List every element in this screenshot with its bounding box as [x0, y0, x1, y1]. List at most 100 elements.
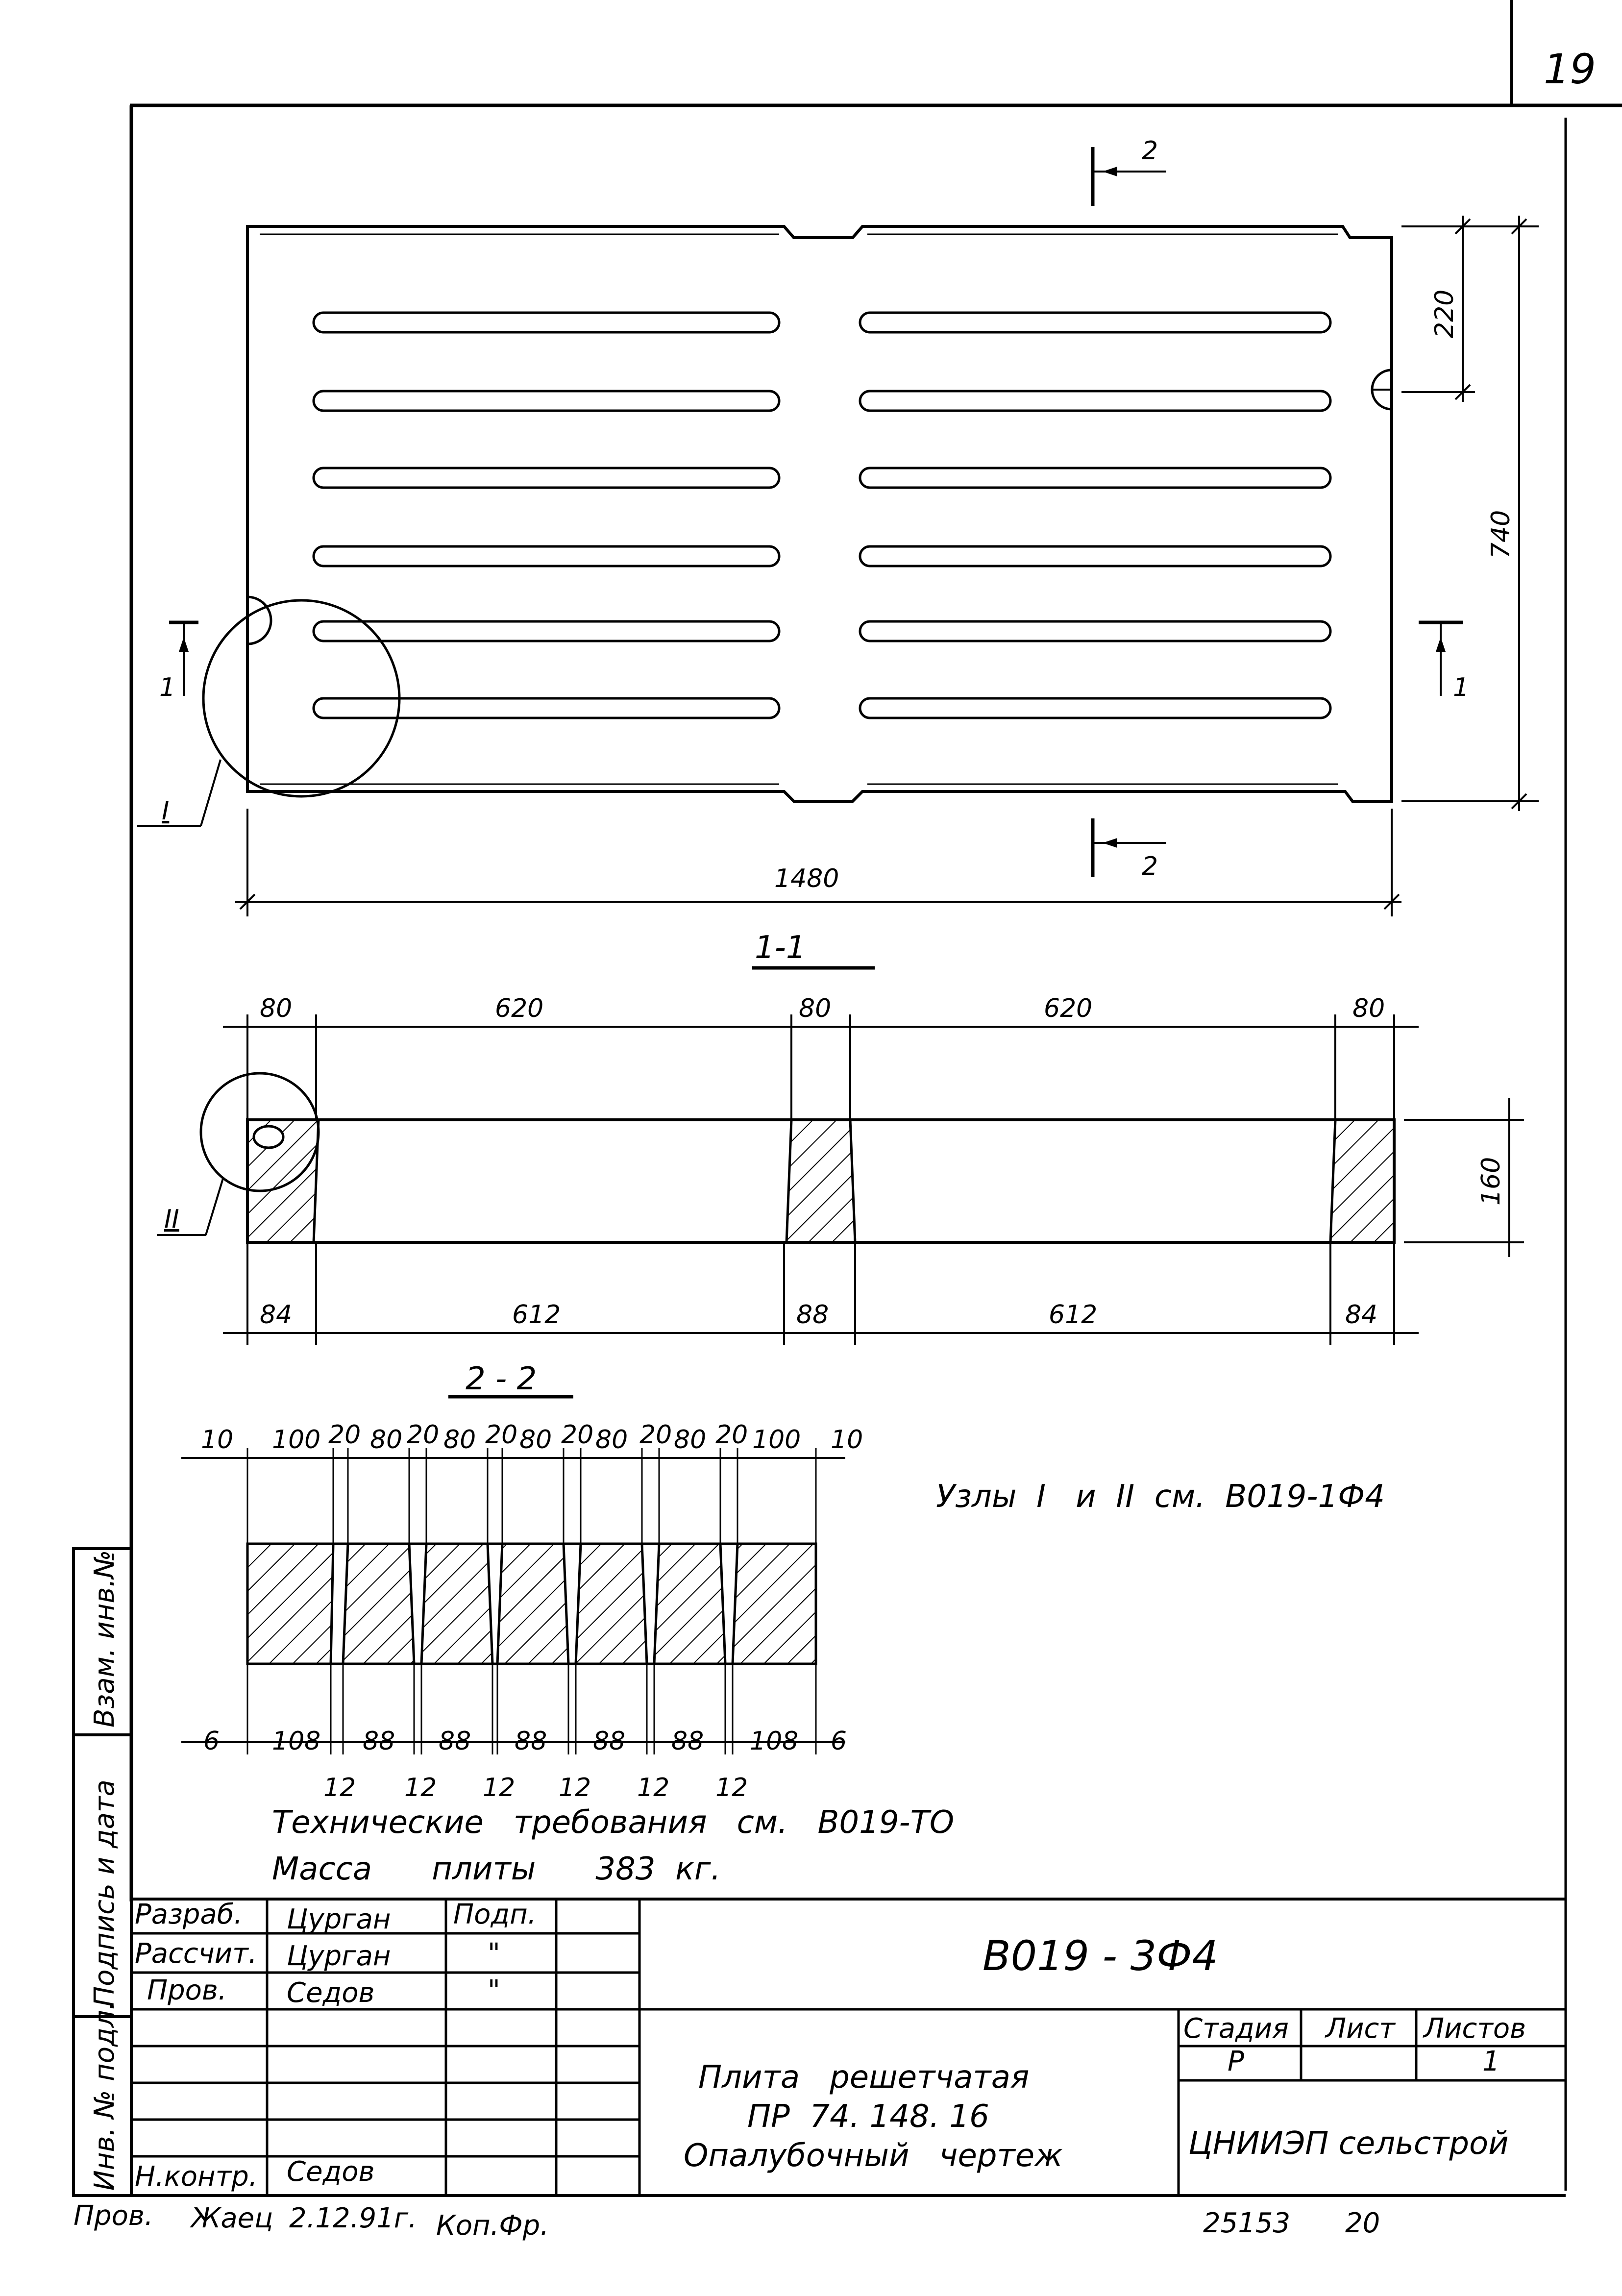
rib-right [1329, 1118, 1396, 1244]
section-2-2-extension-lines [246, 1448, 817, 1754]
tb-role: Рассчит. [135, 1938, 257, 1970]
rib [342, 1542, 416, 1665]
page-number-box: 19 [1510, 0, 1622, 107]
section-2-2-ribs [246, 1542, 817, 1665]
s11-bottom-dim: 84 [1345, 1300, 1377, 1330]
tb-sign: " [488, 1975, 500, 2006]
s11-bottom-dim: 88 [796, 1300, 829, 1330]
node-ii-circle [199, 1072, 320, 1192]
plan-dimensions [235, 216, 1539, 916]
slot [859, 697, 1332, 719]
slot [312, 620, 781, 642]
node-ii-label: II [164, 1205, 179, 1234]
footer-checked: Пров. [74, 2200, 153, 2232]
description-line: Опалубочный чертеж [684, 2138, 1063, 2174]
s22-top-dim: 10 [831, 1425, 863, 1455]
section-1-1-dimensions [223, 1014, 1524, 1345]
s22-bottom-dim: 108 [272, 1727, 320, 1756]
archive-number: 25153 [1203, 2207, 1290, 2239]
strip-label-replace: Взам. инв.№ [89, 1550, 121, 1728]
s22-top-dim: 80 [519, 1425, 552, 1455]
tb-sign: " [488, 1938, 500, 1970]
stage-header: Стадия [1183, 2013, 1289, 2045]
section-mark-1-left: 1 [159, 673, 175, 702]
plan-view: I 1 1 2 2 [137, 136, 1539, 916]
slot [859, 545, 1332, 568]
s22-top-dim: 100 [752, 1425, 801, 1455]
s11-top-dim: 80 [260, 994, 292, 1023]
tb-sign: Подп. [453, 1899, 537, 1930]
strip-label-signature: Подпись и дата [89, 1779, 121, 2007]
s22-gap-dim: 12 [323, 1773, 356, 1802]
sheet-format: 20 [1345, 2207, 1380, 2239]
s22-top-dim: 80 [443, 1425, 476, 1455]
lifting-loop-left [247, 595, 272, 645]
plan-dim-height: 740 [1486, 510, 1516, 559]
s22-top-dim: 20 [485, 1420, 517, 1450]
rib [574, 1542, 648, 1665]
left-strip [72, 1547, 133, 2197]
s22-bottom-dim: 88 [363, 1727, 395, 1756]
sheet-header: Лист [1325, 2013, 1396, 2045]
description-line: Плита решетчатая [698, 2059, 1029, 2096]
strip-label-original: Инв. № подл. [89, 2001, 121, 2191]
tb-role: Пров. [147, 1975, 227, 2006]
s22-top-dim: 20 [715, 1420, 748, 1450]
s11-bottom-dim: 612 [512, 1300, 561, 1330]
rib [653, 1542, 727, 1665]
slots-left [312, 311, 781, 719]
technical-requirements-note: Технические требования см. В019-ТО [272, 1804, 954, 1841]
slot [312, 390, 781, 412]
tb-nkontr-name: Седов [287, 2156, 375, 2188]
plan-dim-width: 1480 [774, 864, 839, 893]
s22-gap-dim: 12 [483, 1773, 515, 1802]
node-i-circle [202, 599, 401, 798]
s22-bottom-dim: 6 [203, 1727, 220, 1756]
slot [859, 467, 1332, 489]
slots-right [859, 311, 1332, 719]
slot [859, 311, 1332, 334]
title-block [131, 1899, 1566, 2196]
nodes-reference-note: Узлы I и II см. В019-1Ф4 [936, 1479, 1385, 1515]
s22-gap-dim: 12 [404, 1773, 437, 1802]
plan-dim-top-offset: 220 [1430, 290, 1459, 338]
s22-top-dim: 20 [407, 1420, 439, 1450]
s11-top-dim: 80 [1352, 994, 1385, 1023]
description-line: ПР 74. 148. 16 [747, 2098, 989, 2135]
s11-top-dim: 620 [495, 994, 543, 1023]
s22-bottom-dim: 88 [593, 1727, 625, 1756]
s22-top-dim: 80 [674, 1425, 706, 1455]
footer-date: 2.12.91г. [289, 2202, 417, 2234]
slot [859, 620, 1332, 642]
node-i-label: I [162, 796, 169, 826]
footer-signature: Жаец [190, 2202, 273, 2234]
stage-value: Р [1228, 2046, 1244, 2077]
section-mark-1-right: 1 [1453, 673, 1469, 702]
document-code: В019 - 3Ф4 [983, 1932, 1218, 1980]
rib [496, 1542, 570, 1665]
rib-middle [785, 1118, 857, 1244]
s22-top-dim: 20 [561, 1420, 593, 1450]
tb-role: Разраб. [135, 1899, 243, 1930]
s11-bottom-dim: 612 [1049, 1300, 1097, 1330]
s11-height-dim: 160 [1476, 1157, 1506, 1206]
s11-top-dim: 620 [1044, 994, 1092, 1023]
rib [731, 1542, 817, 1665]
s22-gap-dim: 12 [637, 1773, 669, 1802]
s22-bottom-dim: 88 [515, 1727, 547, 1756]
s11-bottom-dim: 84 [260, 1300, 292, 1330]
s22-gap-dim: 12 [715, 1773, 748, 1802]
s22-bottom-dim: 88 [671, 1727, 704, 1756]
page-number: 19 [1544, 45, 1596, 93]
section-1-1: 1-1 II 80 6 [157, 930, 1524, 1345]
rib [420, 1542, 494, 1665]
rib-left [246, 1118, 320, 1244]
tb-name: Седов [287, 1977, 375, 2009]
footer-copy: Коп.Фр. [436, 2210, 549, 2242]
s22-top-dim: 20 [328, 1420, 361, 1450]
tb-nkontr-role: Н.контр. [135, 2161, 258, 2193]
mass-note: Масса плиты 383 кг. [272, 1851, 721, 1887]
s22-bottom-dim: 88 [439, 1727, 471, 1756]
section-1-1-title: 1-1 [755, 930, 806, 966]
slot [859, 390, 1332, 412]
